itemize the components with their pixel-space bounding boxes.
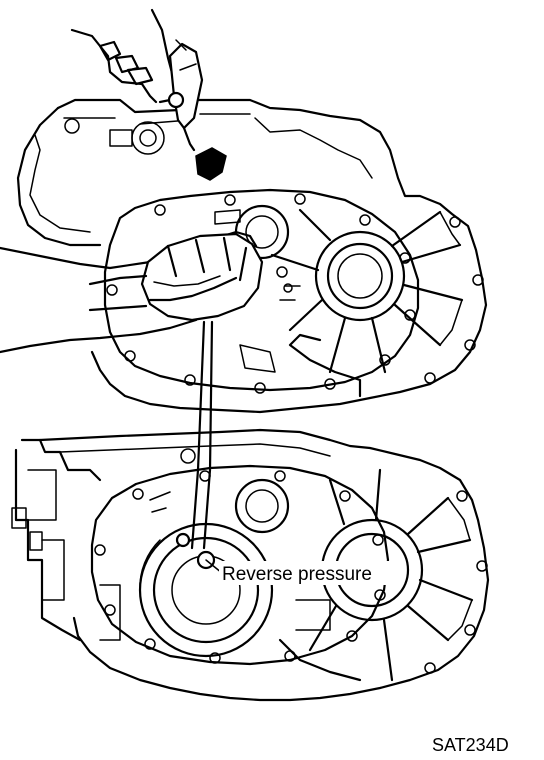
- reverse-pressure-callout: Reverse pressure: [205, 559, 389, 585]
- callout-label-backdrop: [219, 561, 389, 585]
- figure-id: SAT234D: [432, 735, 509, 755]
- lower-transmission-case: [11, 428, 490, 702]
- hands-holding-part: [0, 230, 264, 550]
- air-gun-hand: [70, 8, 204, 152]
- reverse-pressure-label: Reverse pressure: [222, 564, 372, 585]
- upper-transmission-case: [16, 98, 488, 414]
